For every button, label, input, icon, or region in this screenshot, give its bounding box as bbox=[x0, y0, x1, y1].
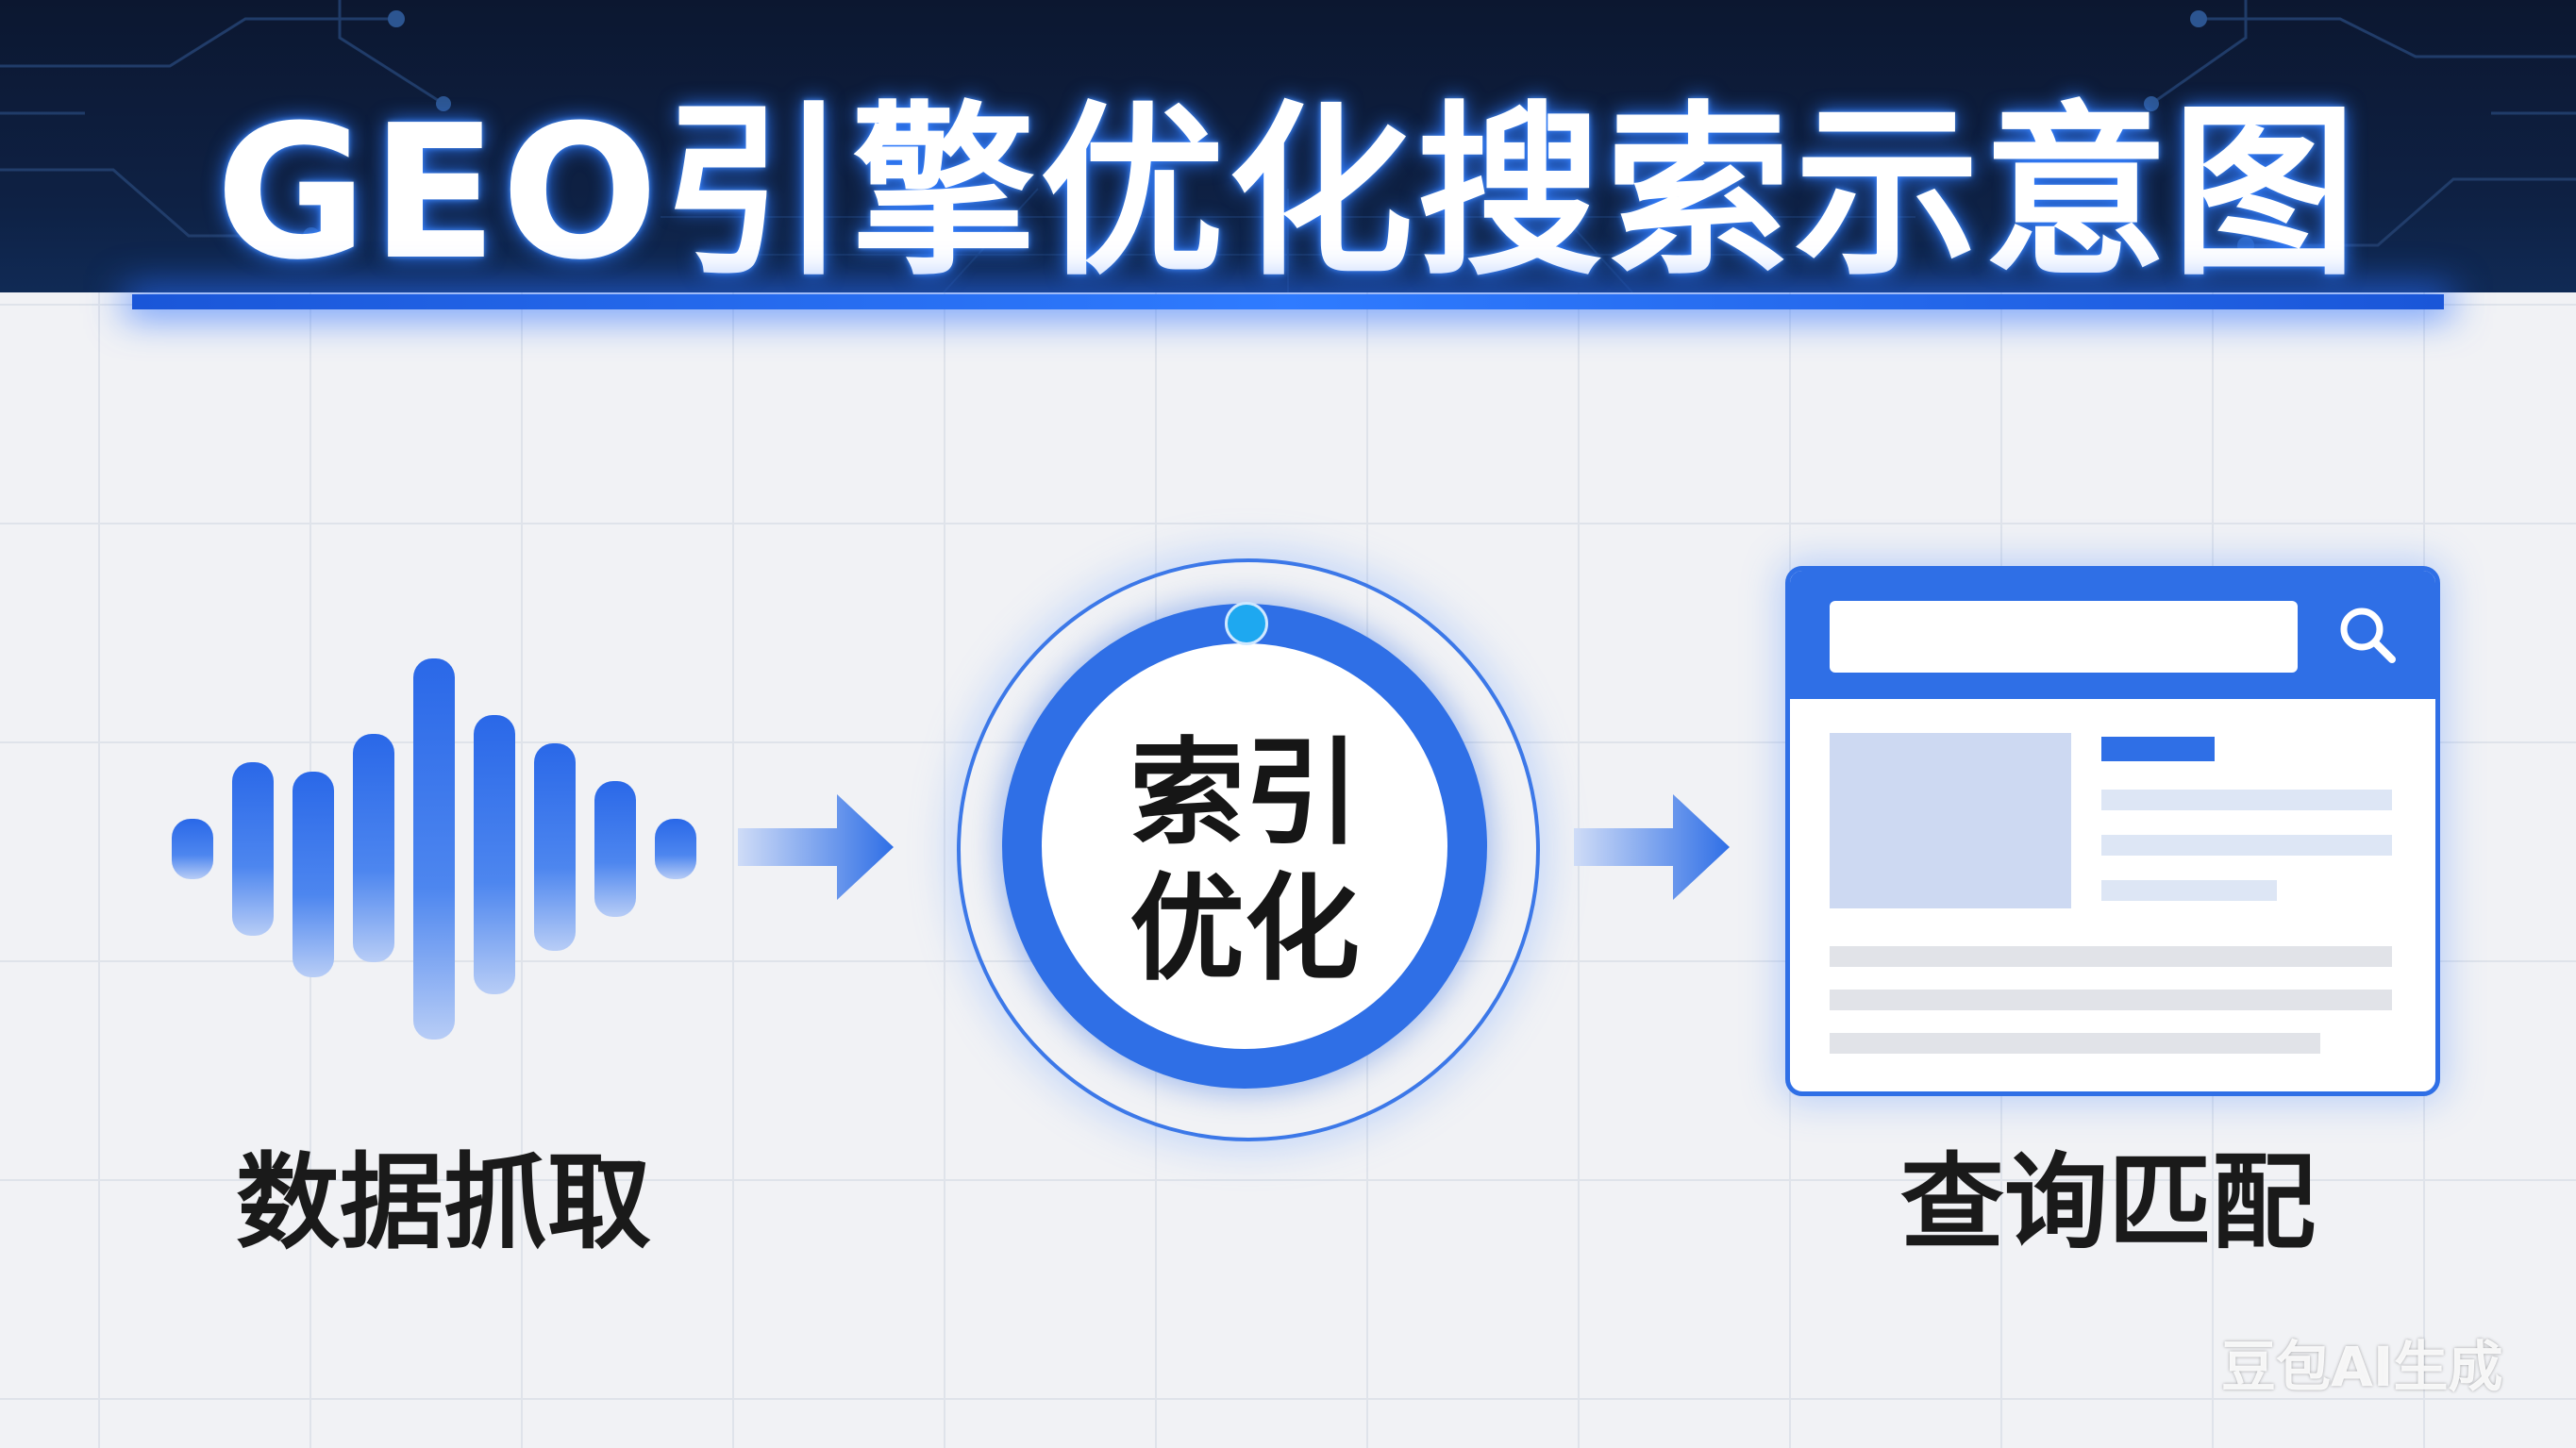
ring-indicator-dot bbox=[1225, 602, 1268, 645]
result-text-line bbox=[2101, 790, 2392, 810]
search-input bbox=[1830, 601, 2298, 673]
result-text-line bbox=[2101, 835, 2392, 856]
content-line bbox=[1830, 946, 2392, 967]
content-line bbox=[1830, 1033, 2320, 1054]
index-core bbox=[1042, 643, 1447, 1049]
arrow-right-icon bbox=[738, 794, 894, 900]
title-underline-glow bbox=[132, 294, 2444, 309]
index-outer-ring bbox=[957, 558, 1540, 1141]
result-thumbnail bbox=[1830, 733, 2071, 908]
sound-wave-icon bbox=[172, 658, 696, 1040]
index-label-line1: 索引 bbox=[1129, 726, 1360, 860]
step-label-query-match: 查询匹配 bbox=[1900, 1142, 2316, 1263]
browser-window-icon bbox=[1785, 566, 2440, 1096]
index-optimize-label: 索引 优化 bbox=[1042, 726, 1447, 998]
result-title-line bbox=[2101, 737, 2215, 761]
page-title: GEO引擎优化搜索示意图 bbox=[215, 86, 2361, 292]
watermark: 豆包AI生成 bbox=[2221, 1335, 2503, 1399]
search-icon bbox=[2340, 607, 2396, 663]
circuit-pattern bbox=[0, 0, 2576, 292]
index-label-line2: 优化 bbox=[1129, 861, 1360, 996]
browser-toolbar bbox=[1790, 571, 2435, 699]
result-text-line bbox=[2101, 880, 2277, 901]
title-banner: GEO引擎优化搜索示意图 bbox=[0, 0, 2576, 292]
step-label-data-crawl: 数据抓取 bbox=[236, 1142, 651, 1263]
content-line bbox=[1830, 990, 2392, 1010]
arrow-right-icon bbox=[1574, 794, 1730, 900]
